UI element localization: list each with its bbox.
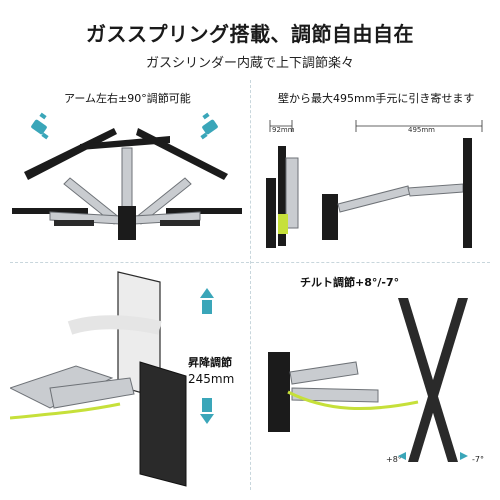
wall-plate bbox=[118, 206, 136, 240]
swivel-label: アーム左右±90°調節可能 bbox=[64, 92, 191, 105]
tilt-plus-text: +8° bbox=[386, 455, 402, 464]
page-subtitle: ガスシリンダー内蔵で上下調節楽々 bbox=[145, 56, 354, 71]
monitor-right-top bbox=[136, 128, 228, 180]
page-title: ガススプリング搭載、調節自由自在 bbox=[86, 22, 414, 46]
arrow-up-icon bbox=[200, 288, 214, 314]
divider-vertical bbox=[250, 80, 251, 490]
tilt-minus-arrow-icon bbox=[460, 452, 468, 460]
height-illustration bbox=[10, 268, 250, 496]
height-value: 245mm bbox=[188, 372, 235, 386]
dim-far-text: 495mm bbox=[408, 126, 435, 134]
monitor-extended bbox=[463, 138, 472, 248]
tilt-plus-arrow-icon bbox=[398, 452, 406, 460]
arrow-down-icon bbox=[200, 398, 214, 424]
extend-label: 壁から最大495mm手元に引き寄せます bbox=[278, 92, 475, 105]
tilt-minus-text: -7° bbox=[472, 455, 484, 464]
rotate-right-arrow-icon bbox=[200, 112, 218, 140]
monitor-left-top bbox=[24, 128, 117, 180]
monitor-left-bottom bbox=[12, 208, 88, 214]
swivel-illustration bbox=[10, 108, 245, 248]
tilt-label: チルト調節+8°/-7° bbox=[300, 276, 400, 289]
extend-illustration: 92mm 495mm bbox=[258, 108, 493, 258]
rotate-left-arrow-icon bbox=[31, 112, 49, 140]
tilt-illustration: +8° -7° bbox=[258, 292, 490, 472]
height-label: 昇降調節 bbox=[188, 356, 232, 369]
dim-near-text: 92mm bbox=[272, 126, 295, 134]
